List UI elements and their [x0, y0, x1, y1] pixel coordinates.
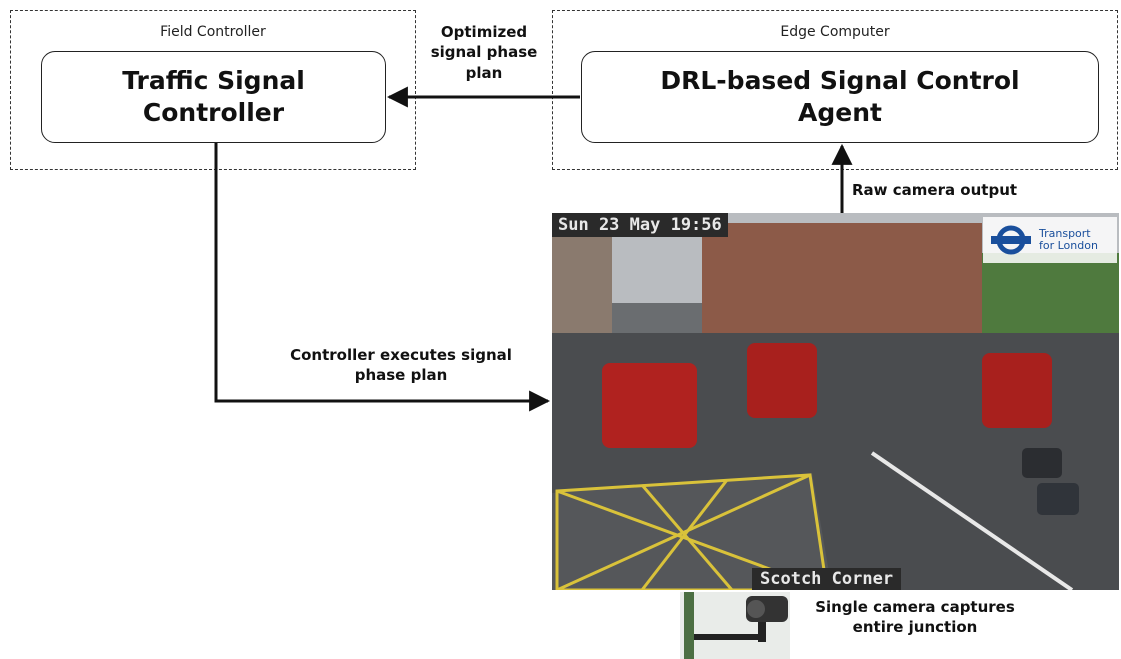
agent-line2: Agent	[798, 98, 882, 127]
field-controller-group-title: Field Controller	[160, 24, 266, 40]
camera-caption-line2: entire junction	[852, 618, 978, 637]
plan-label-line1: Optimized	[440, 23, 528, 41]
raw-camera-output-label: Raw camera output	[852, 181, 1018, 199]
edge-computer-group-title: Edge Computer	[780, 24, 890, 40]
controller-line1: Traffic Signal	[122, 65, 305, 95]
edge-computer-group: Edge Computer	[552, 10, 1118, 170]
roundel-icon	[991, 225, 1031, 255]
cctv-camera-icon	[684, 592, 788, 659]
camera-caption: Single camera captures entire junction	[800, 597, 1030, 638]
camera-feed-image: Sun 23 May 19:56 Transport for London Sc…	[552, 213, 1119, 590]
plan-label-line3: plan	[465, 63, 503, 82]
traffic-signal-controller-node: Traffic Signal Controller	[41, 51, 386, 143]
camera-caption-line1: Single camera captures	[815, 598, 1015, 616]
exec-label-line1: Controller executes signal	[290, 346, 512, 364]
feed-timestamp: Sun 23 May 19:56	[552, 213, 728, 237]
tfl-logo-line1: Transport	[1039, 226, 1091, 240]
field-controller-group: Field Controller	[10, 10, 416, 170]
plan-label-line2: signal phase	[430, 43, 538, 62]
tfl-logo-line2: for London	[1039, 239, 1098, 252]
exec-label-line2: phase plan	[354, 366, 448, 385]
optimized-plan-label: Optimized signal phase plan	[416, 22, 552, 83]
camera-photo	[680, 592, 790, 659]
agent-line1: DRL-based Signal Control	[660, 65, 1020, 95]
exec-arrow	[214, 143, 551, 412]
tfl-logo: Transport for London	[983, 217, 1117, 263]
feed-location-caption: Scotch Corner	[752, 568, 902, 590]
controller-executes-label: Controller executes signal phase plan	[266, 345, 536, 386]
controller-line2: Controller	[142, 98, 285, 127]
drl-agent-node: DRL-based Signal Control Agent	[581, 51, 1099, 143]
junction-scene	[552, 213, 1119, 590]
